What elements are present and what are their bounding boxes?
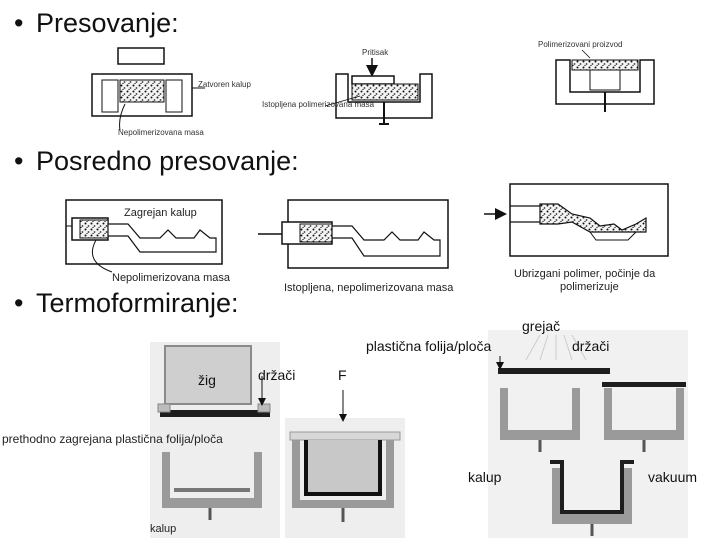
label-polimerizovani-proizvod: Polimerizovani proizvod — [538, 40, 623, 49]
heading-termoformiranje-text: Termoformiranje: — [36, 288, 239, 318]
label-zig: žig — [198, 372, 216, 388]
label-kalup-right: kalup — [468, 469, 502, 485]
heading-termoformiranje: • Termoformiranje: — [14, 290, 239, 317]
heading-posredno-presovanje-text: Posredno presovanje: — [36, 146, 299, 176]
label-nepolimerizovana-masa-2: Nepolimerizovana masa — [112, 272, 230, 284]
label-vakuum: vakuum — [648, 469, 698, 485]
label-sila-f: F — [338, 367, 347, 383]
heading-posredno-presovanje: • Posredno presovanje: — [14, 148, 299, 175]
label-istopljena-nepolimerizovana-masa: Istopljena, nepolimerizovana masa — [284, 282, 454, 294]
transfer-mold-stage-2 — [258, 199, 449, 269]
compression-mold-closed — [91, 47, 205, 131]
label-pritisak: Pritisak — [362, 48, 389, 57]
transfer-mold-stage-3 — [484, 183, 669, 257]
bullet-dot: • — [14, 8, 24, 38]
label-kalup-left: kalup — [150, 523, 177, 535]
label-nepolimerizovana-masa: Nepolimerizovana masa — [118, 128, 204, 137]
label-drzaci-right: držači — [572, 338, 610, 354]
label-grejac: grejač — [522, 318, 561, 334]
label-zatvoren-kalup: Zatvoren kalup — [198, 80, 251, 89]
heading-presovanje: • Presovanje: — [14, 10, 179, 37]
label-ubrizgani-polimer-1: Ubrizgani polimer, počinje da — [514, 268, 656, 280]
label-plasticna-folija: plastična folija/ploča — [366, 338, 492, 354]
heading-presovanje-text: Presovanje: — [36, 8, 179, 38]
label-prethodno-zagrejana: prethodno zagrejana plastična folija/plo… — [2, 432, 223, 446]
label-drzaci-left: držači — [258, 367, 296, 383]
bullet-dot: • — [14, 288, 24, 318]
compression-mold-cured — [555, 49, 655, 112]
label-ubrizgani-polimer-2: polimerizuje — [560, 281, 619, 293]
label-istopljena-masa: Istopljena polimerizovana masa — [262, 100, 375, 109]
thermoforming-plug-setup — [150, 342, 280, 538]
thermoforming-vacuum-setup — [488, 330, 688, 538]
label-zagrejan-kalup: Zagrejan kalup — [124, 207, 197, 219]
transfer-mold-stage-1 — [65, 199, 223, 273]
bullet-dot: • — [14, 146, 24, 176]
thermoforming-plug-pressed — [285, 390, 405, 538]
compression-mold-pressing — [324, 58, 433, 125]
